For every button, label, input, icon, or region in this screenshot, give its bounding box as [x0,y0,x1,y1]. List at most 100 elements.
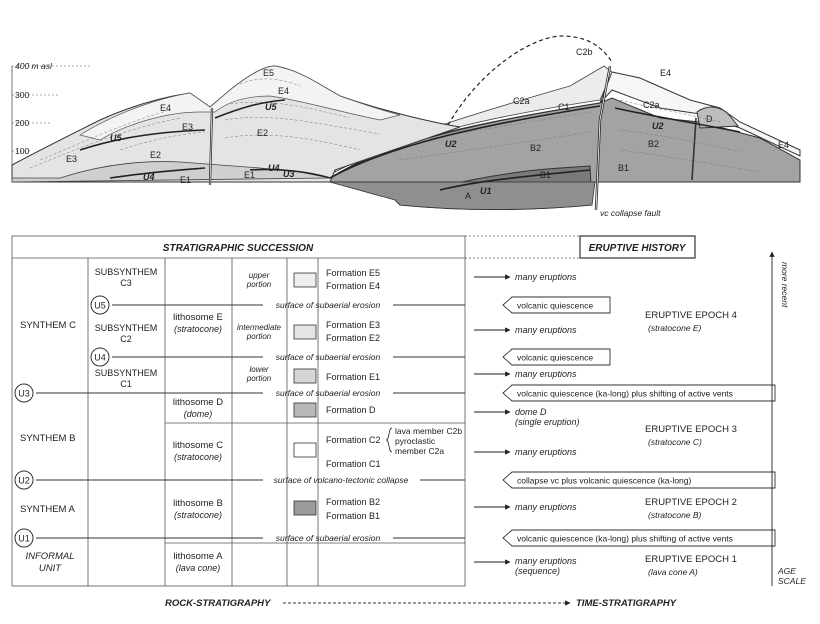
label-u4-right: U4 [268,163,280,173]
event-c: many eruptions [515,447,577,457]
event-dome: dome D [515,407,547,417]
subsynthem-c1-b: C1 [120,379,132,389]
label-a: A [465,191,471,201]
lithosome-e: lithosome E [173,312,223,323]
marker-u2: U2 [18,476,30,486]
swatch-e-intermediate [293,324,317,340]
event-a: many eruptions [515,556,577,566]
swatch-e-lower [293,368,317,384]
label-u5-right: U5 [265,102,277,112]
informal-unit-1: INFORMAL [25,551,74,562]
synthem-a: SYNTHEM A [20,504,76,515]
table-frame [11,235,466,587]
cross-section: 400 m asl 300 200 100 [11,35,801,218]
portion-upper-b: portion [246,280,272,289]
label-c2a-right: C2a [643,100,660,110]
label-e4-right: E4 [660,68,671,78]
legend-swatches [293,272,317,516]
event-quiescence-u4: volcanic quiescence [517,353,593,363]
time-strat-label: TIME-STRATIGRAPHY [576,598,678,609]
label-e3: E3 [182,122,193,132]
lithosome-e-upper [79,65,401,141]
swatch-c [293,442,317,458]
strat-header: STRATIGRAPHIC SUCCESSION [163,243,314,254]
age-scale-label-2: SCALE [778,576,806,586]
label-e2-right: E2 [257,128,268,138]
label-u2-right: U2 [652,121,664,131]
label-u2-left: U2 [445,139,457,149]
marker-u3: U3 [18,389,30,399]
rock-strat-label: ROCK-STRATIGRAPHY [165,598,272,609]
subsynthem-c2-b: C2 [120,334,132,344]
label-u3: U3 [283,169,295,179]
swatch-d [293,402,317,418]
label-d: D [706,114,713,124]
epoch-2-note: (stratocone B) [648,510,702,520]
member-c2a-2: member C2a [395,446,444,456]
label-e1-right: E1 [244,170,255,180]
label-b2-left: B2 [530,143,541,153]
fault-label: vc collapse fault [600,208,661,218]
surface-u5: surface of subaerial erosion [276,300,381,310]
event-collapse-u2: collapse vc plus volcanic quiescence (ka… [517,476,692,486]
formation-e4: Formation E4 [326,281,380,291]
label-e4-far: E4 [778,140,789,150]
label-b1-right: B1 [618,163,629,173]
former-summit-profile [447,35,613,126]
event-a-note: (sequence) [515,566,560,576]
formation-e5: Formation E5 [326,268,380,278]
label-c1: C1 [558,102,570,112]
elevation-tick-300: 300 [15,90,29,100]
subsynthem-c3-b: C3 [120,278,132,288]
surface-u3: surface of subaerial erosion [276,388,381,398]
lithosome-d-type: (dome) [184,409,213,419]
formation-c1: Formation C1 [326,459,381,469]
label-b1-left: B1 [540,170,551,180]
event-quiescence-u3: volcanic quiescence (ka-long) plus shift… [517,389,733,399]
swatch-b [293,500,317,516]
unconformity-traces [79,99,741,191]
event-e-intermediate: many eruptions [515,325,577,335]
label-u4-left: U4 [143,172,155,182]
formation-b2: Formation B2 [326,497,380,507]
marker-u5: U5 [94,301,106,311]
formation-c2: Formation C2 [326,435,381,445]
event-e-lower: many eruptions [515,369,577,379]
minor-fault [691,117,697,181]
label-u5-left: U5 [110,133,122,143]
synthem-b: SYNTHEM B [20,433,75,444]
epoch-1: ERUPTIVE EPOCH 1 [645,554,737,565]
surface-u4: surface of subaerial erosion [276,352,381,362]
eruptive-header: ERUPTIVE HISTORY [589,243,687,254]
event-quiescence-u5: volcanic quiescence [517,301,593,311]
surface-lines [36,304,465,539]
lithosome-d: lithosome D [173,397,223,408]
label-e4: E4 [160,103,171,113]
unconformity-markers: U5 U4 U3 U2 U1 [14,295,110,548]
event-arrows [474,274,511,565]
epoch-1-note: (lava cone A) [648,567,698,577]
formation-e3: Formation E3 [326,320,380,330]
elevation-tick-100: 100 [15,146,29,156]
marker-u4: U4 [94,353,106,363]
stratigraphic-table [11,235,580,587]
event-dome-note: (single eruption) [515,417,580,427]
lithosome-b-lower [329,181,596,210]
lithosome-a: lithosome A [173,551,223,562]
lithosome-c-type: (stratocone) [174,452,222,462]
more-recent-label: more recent [780,262,790,308]
dome-d [696,106,739,129]
subsynthem-c1-a: SUBSYNTHEM [95,368,158,378]
epoch-3-note: (stratocone C) [648,437,702,447]
member-c2b: lava member C2b [395,426,462,436]
lithosome-b: lithosome B [173,498,223,509]
elevation-unit-label: 400 m asl [15,61,53,71]
formation-e1: Formation E1 [326,372,380,382]
formation-d: Formation D [326,405,376,415]
lithosome-c: lithosome C [173,440,223,451]
epoch-3: ERUPTIVE EPOCH 3 [645,424,737,435]
epoch-2: ERUPTIVE EPOCH 2 [645,497,737,508]
label-c2b: C2b [576,47,593,57]
label-e1-left: E1 [180,175,191,185]
label-e2-left: E2 [150,150,161,160]
